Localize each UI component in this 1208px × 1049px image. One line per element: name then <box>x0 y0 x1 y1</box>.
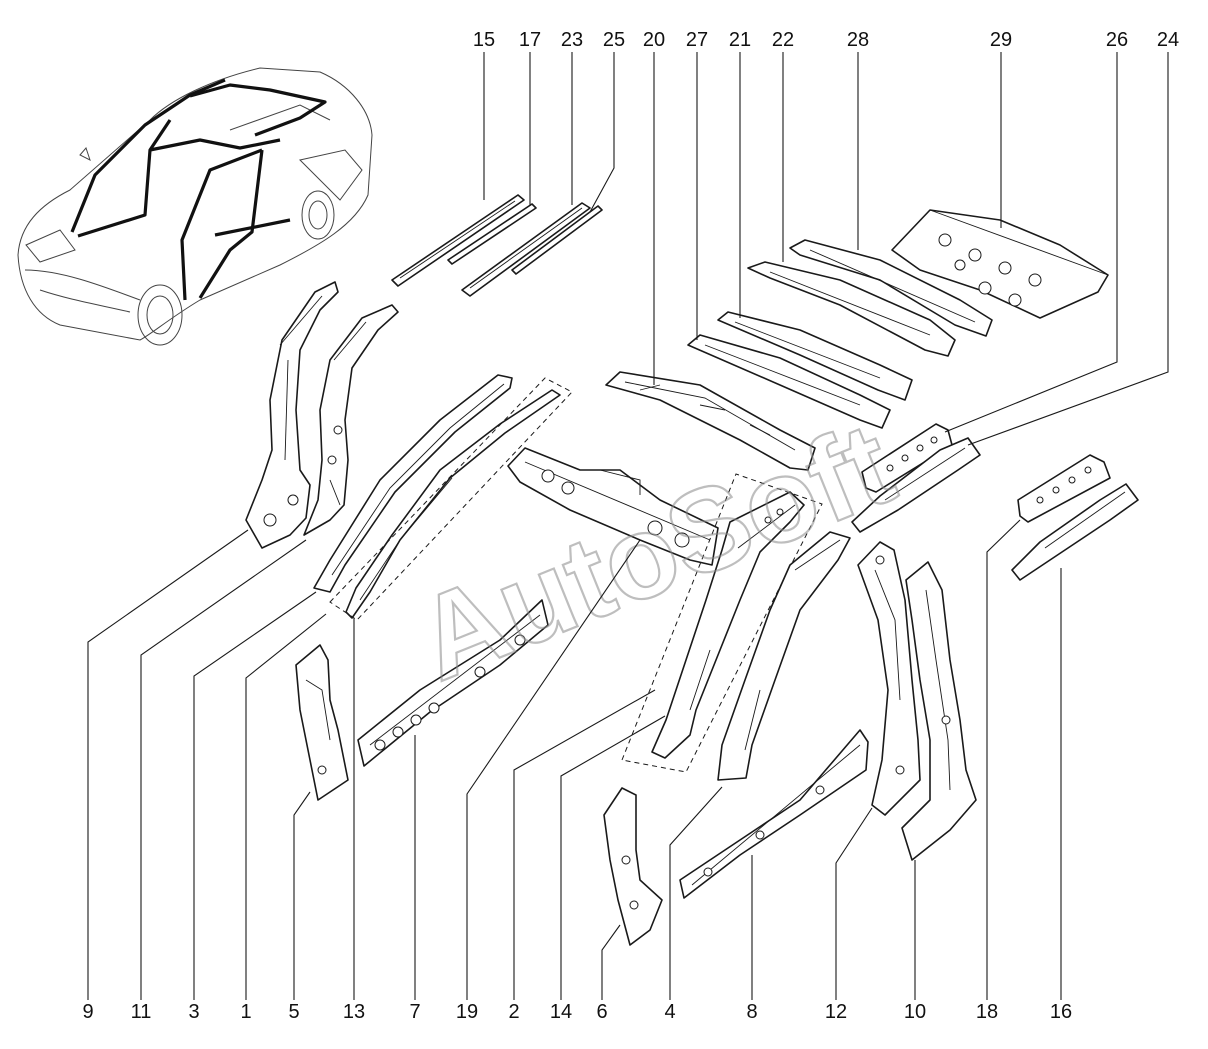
callout-4: 4 <box>664 1001 675 1023</box>
part-7-side-sill <box>357 599 549 767</box>
callout-16: 16 <box>1050 1001 1072 1023</box>
part-14-dashed-outline <box>621 473 823 773</box>
part-29-rear-roof-panel <box>891 209 1109 319</box>
callout-20: 20 <box>643 29 665 51</box>
callout-8: 8 <box>746 1001 757 1023</box>
part-8-rear-side-sill <box>679 729 869 899</box>
part-4-center-pillar-outer <box>717 531 851 781</box>
part-6-rear-pillar-lower <box>603 787 663 946</box>
part-13-roof-side-rail-inner <box>329 377 573 621</box>
callout-3: 3 <box>188 1001 199 1023</box>
leader-lines <box>87 52 1169 1000</box>
part-27-roof-bow <box>687 334 891 429</box>
part-15-roof-rail-trim <box>391 194 525 287</box>
callout-26: 26 <box>1106 29 1128 51</box>
part-3-roof-side-rail <box>313 374 513 593</box>
part-12-rear-pillar-inner <box>857 541 921 816</box>
part-5-hinge-pillar-lower <box>295 644 349 801</box>
callout-27: 27 <box>686 29 708 51</box>
callout-23: 23 <box>561 29 583 51</box>
part-23-roof-rail-trim <box>461 202 591 297</box>
part-9-front-pillar-outer <box>245 281 339 549</box>
callout-19: 19 <box>456 1001 478 1023</box>
callout-17: 17 <box>519 29 541 51</box>
callout-5: 5 <box>288 1001 299 1023</box>
callout-9: 9 <box>82 1001 93 1023</box>
car-overview-illustration <box>17 67 373 346</box>
callout-2: 2 <box>508 1001 519 1023</box>
part-25-roof-rail-trim <box>511 205 603 275</box>
callout-1: 1 <box>240 1001 251 1023</box>
part-28-roof-rear-rail <box>789 239 993 337</box>
part-20-roof-front-crossmember <box>605 371 816 471</box>
part-21-roof-bow <box>717 311 913 401</box>
callout-28: 28 <box>847 29 869 51</box>
callout-15: 15 <box>473 29 495 51</box>
callout-10: 10 <box>904 1001 926 1023</box>
callout-24: 24 <box>1157 29 1179 51</box>
part-24-rear-rail-bracket <box>851 437 981 533</box>
part-19-cowl-crossmember <box>507 447 719 566</box>
part-16-rear-rail <box>1011 483 1139 581</box>
callout-29: 29 <box>990 29 1012 51</box>
callout-11: 11 <box>131 1001 152 1023</box>
callout-21: 21 <box>729 29 751 51</box>
callout-12: 12 <box>825 1001 847 1023</box>
part-2-center-pillar-inner <box>651 491 805 759</box>
callout-6: 6 <box>596 1001 607 1023</box>
callouts-bottom: 9 11 3 1 5 13 7 19 2 14 6 4 8 12 10 18 1… <box>82 1001 1072 1023</box>
callout-14: 14 <box>550 1001 572 1023</box>
part-10-rear-pillar-outer <box>901 561 977 861</box>
part-17-roof-rail-trim <box>447 203 537 265</box>
part-11-front-pillar-inner <box>303 304 399 536</box>
callout-22: 22 <box>772 29 794 51</box>
part-22-roof-rear-crossmember <box>747 261 956 357</box>
callout-18: 18 <box>976 1001 998 1023</box>
part-18-rear-bracket <box>1017 454 1111 523</box>
callout-7: 7 <box>409 1001 420 1023</box>
callouts-top: 15 17 23 25 20 27 21 22 28 29 26 24 <box>473 29 1179 51</box>
callout-25: 25 <box>603 29 625 51</box>
callout-13: 13 <box>343 1001 365 1023</box>
